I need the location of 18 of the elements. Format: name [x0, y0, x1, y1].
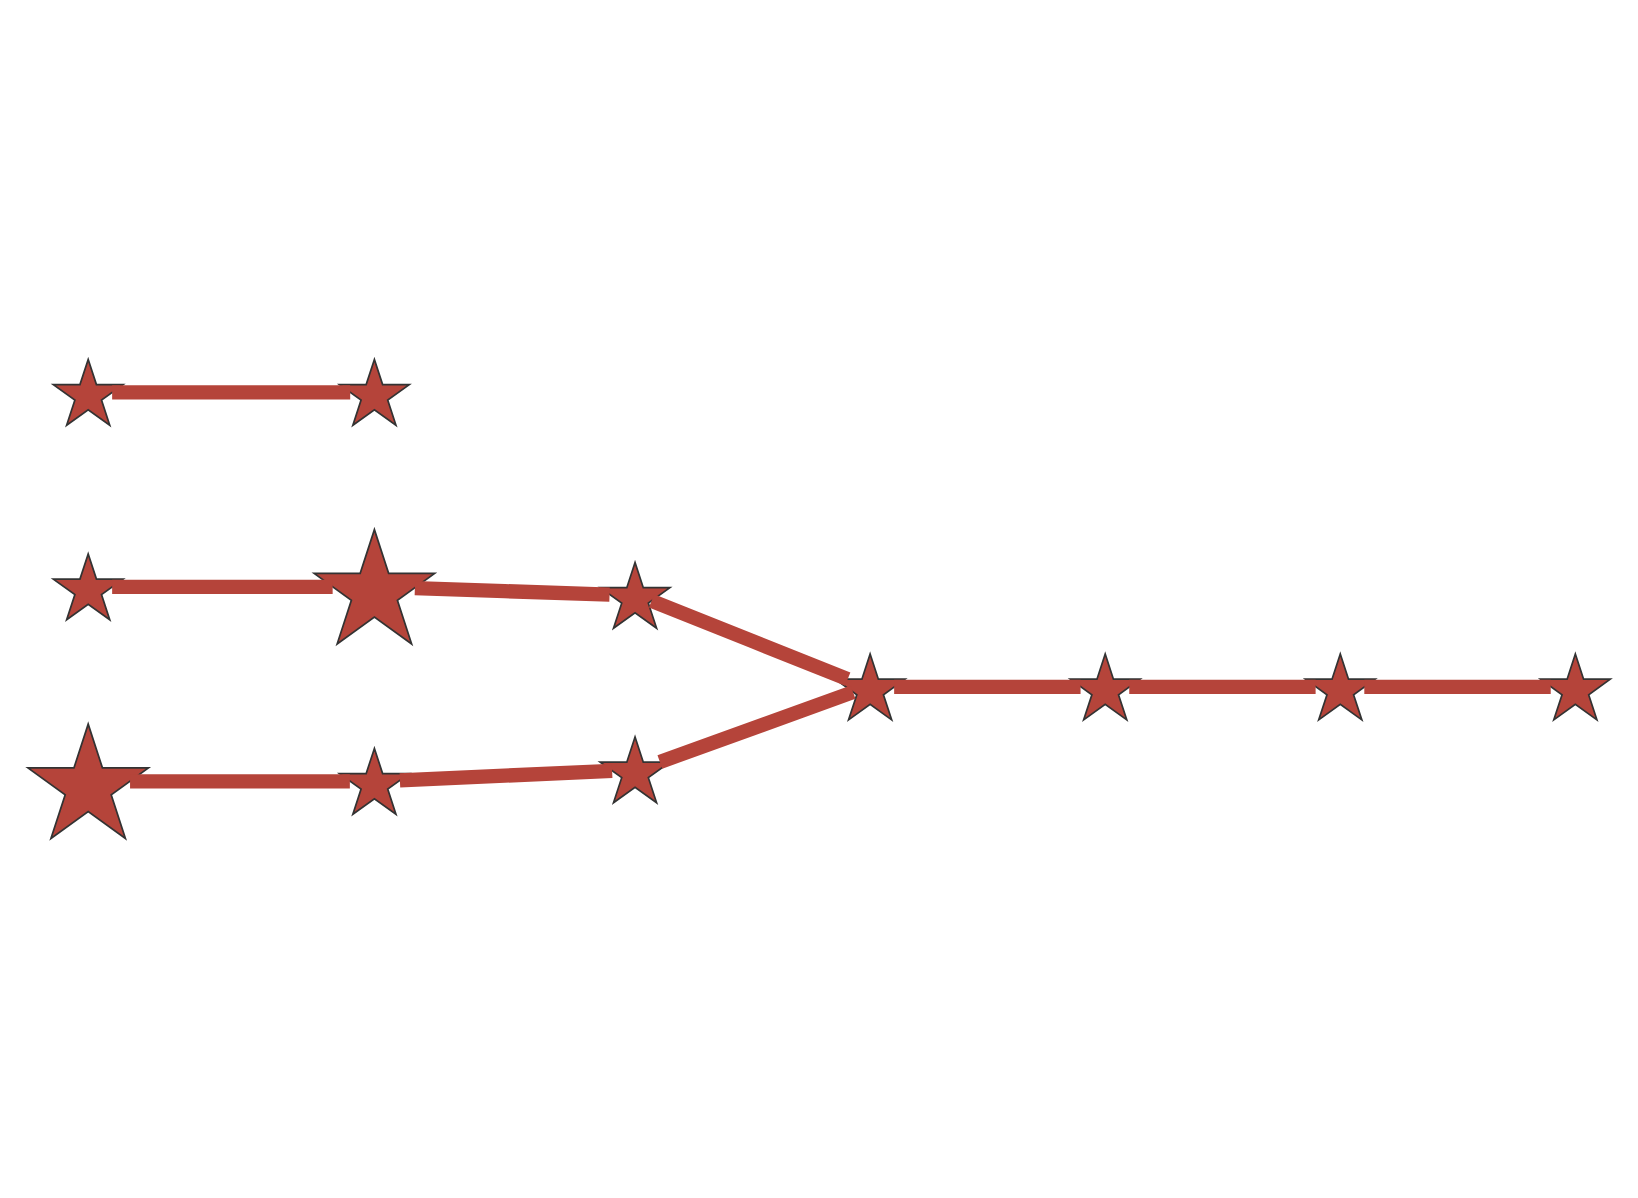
connector [894, 679, 1081, 695]
node-star [50, 551, 126, 622]
connector [1129, 679, 1316, 695]
node-star [311, 526, 438, 647]
connector [657, 685, 856, 769]
node-star [1067, 651, 1143, 723]
connector [130, 774, 350, 789]
connector [112, 579, 333, 594]
node-star [50, 356, 126, 428]
connector [1364, 679, 1551, 695]
connector [112, 385, 351, 400]
node-star [1302, 651, 1378, 723]
connector [648, 594, 851, 686]
node-star [1537, 651, 1613, 723]
connector [414, 580, 610, 602]
node-star [336, 356, 412, 428]
connector [399, 763, 613, 788]
node-star [25, 721, 152, 841]
